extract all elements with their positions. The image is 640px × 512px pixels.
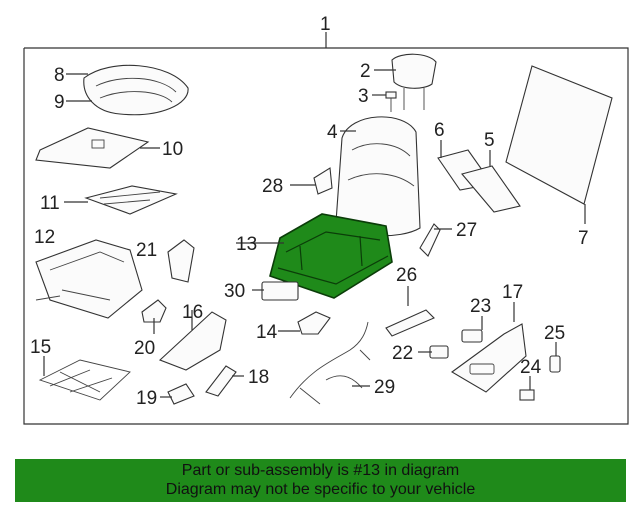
assembly-bracket <box>23 32 629 425</box>
callout-5: 5 <box>484 130 495 151</box>
callout-4: 4 <box>327 122 338 143</box>
callout-13: 13 <box>236 234 257 255</box>
part-18-trim[interactable] <box>205 365 237 397</box>
callout-2: 2 <box>360 61 371 82</box>
part-12-cushion-frame[interactable] <box>35 239 143 319</box>
part-30-module[interactable] <box>261 281 299 301</box>
callout-30: 30 <box>224 281 245 302</box>
part-2-headrest[interactable] <box>391 53 437 110</box>
callout-9: 9 <box>54 92 65 113</box>
part-24-knob[interactable] <box>519 389 535 401</box>
part-14-bracket[interactable] <box>297 311 331 335</box>
callout-labels: 1 2 3 4 5 6 7 8 9 10 11 12 13 14 15 16 1… <box>30 14 589 409</box>
callout-29: 29 <box>374 377 395 398</box>
part-29-wire-harness[interactable] <box>289 321 371 405</box>
callout-26: 26 <box>396 265 417 286</box>
callout-11: 11 <box>40 193 60 214</box>
part-19-cap[interactable] <box>167 383 195 405</box>
highlight-info-banner: Part or sub-assembly is #13 in diagram D… <box>15 459 626 502</box>
part-4-seatback-pad[interactable] <box>335 116 421 237</box>
part-8-9-cushion-cover[interactable] <box>83 64 189 116</box>
banner-line-part-number: Part or sub-assembly is #13 in diagram <box>181 462 460 479</box>
callout-6: 6 <box>434 120 445 141</box>
callout-10: 10 <box>162 139 183 160</box>
callout-17: 17 <box>502 282 523 303</box>
part-28-bracket[interactable] <box>313 167 333 195</box>
part-17-side-panel[interactable] <box>450 323 527 393</box>
part-22-switch[interactable] <box>429 345 449 359</box>
part-20-bracket[interactable] <box>141 299 167 323</box>
callout-28: 28 <box>262 176 283 197</box>
part-11-heater-element[interactable] <box>84 185 178 215</box>
callout-16: 16 <box>182 302 203 323</box>
callout-24: 24 <box>520 357 542 378</box>
part-5-panel[interactable] <box>461 165 521 213</box>
callout-27: 27 <box>456 220 477 241</box>
part-21-bracket[interactable] <box>167 239 195 283</box>
leader-lines <box>43 69 586 398</box>
callout-19: 19 <box>136 388 157 409</box>
part-13-seat-frame-highlighted[interactable] <box>269 213 393 299</box>
banner-line-disclaimer: Diagram may not be specific to your vehi… <box>165 481 476 498</box>
part-27-cover[interactable] <box>419 223 441 257</box>
part-3-guide[interactable] <box>385 91 397 112</box>
part-26-trim[interactable] <box>385 309 435 337</box>
callout-12: 12 <box>34 227 55 248</box>
callout-22: 22 <box>392 343 413 364</box>
part-23-knob[interactable] <box>461 329 483 343</box>
part-16-side-trim[interactable] <box>158 311 227 371</box>
part-15-spring-mat[interactable] <box>38 359 131 401</box>
callout-7: 7 <box>578 228 589 249</box>
callout-25: 25 <box>544 323 565 344</box>
callout-8: 8 <box>54 65 65 86</box>
callout-15: 15 <box>30 337 51 358</box>
callout-20: 20 <box>134 338 155 359</box>
callout-3: 3 <box>358 86 369 107</box>
callout-1: 1 <box>320 14 331 35</box>
part-7-back-board[interactable] <box>505 65 613 205</box>
callout-21: 21 <box>136 240 157 261</box>
callout-18: 18 <box>248 367 269 388</box>
part-25-knob[interactable] <box>549 355 561 373</box>
callout-14: 14 <box>256 322 278 343</box>
part-10-pad[interactable] <box>35 127 150 169</box>
callout-23: 23 <box>470 296 491 317</box>
